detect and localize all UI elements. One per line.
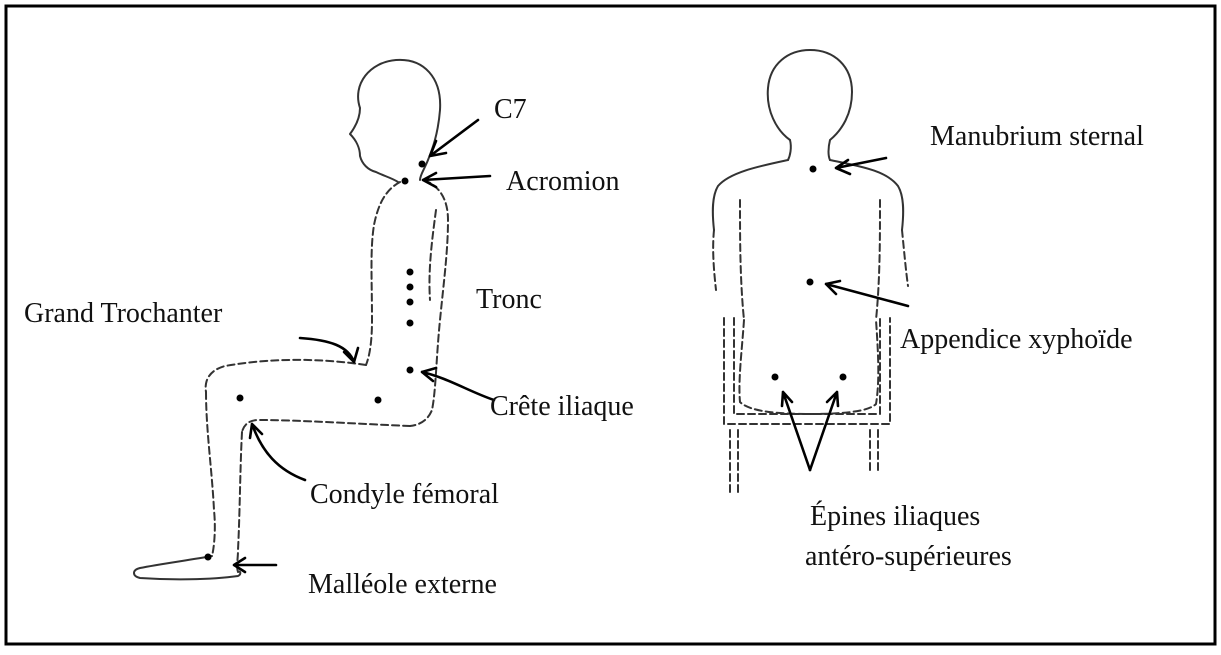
back-arm-right — [902, 230, 908, 286]
side-back-outline — [366, 182, 400, 365]
marker-manubrium-sternal — [810, 166, 817, 173]
back-view-markers — [772, 166, 847, 381]
side-head-outline — [350, 60, 440, 182]
marker-epine-iliaque-right — [840, 374, 847, 381]
arrow-epine-iliaque-left — [782, 392, 810, 470]
side-thigh-top — [206, 360, 366, 392]
back-head-outline — [768, 50, 852, 160]
marker-appendice-xyphoide — [807, 279, 814, 286]
label-epines-iliaques-line1: Épines iliaques — [810, 501, 980, 532]
side-foot-outline — [134, 556, 240, 579]
label-appendice-xyphoide: Appendice xyphoïde — [900, 324, 1133, 355]
marker-condyle-femoral — [237, 395, 244, 402]
label-grand-trochanter: Grand Trochanter — [24, 298, 223, 329]
chair-seat-inner — [734, 318, 880, 414]
marker-epine-iliaque-left — [772, 374, 779, 381]
side-arm-outline — [429, 210, 436, 300]
arrow-malleole-externe — [234, 558, 276, 572]
side-front-outline — [410, 180, 448, 426]
marker-tronc-4 — [407, 320, 414, 327]
label-crete-iliaque: Crête iliaque — [490, 391, 634, 422]
side-shin-back — [237, 432, 242, 572]
chair-leg-left — [730, 430, 738, 495]
marker-tronc-3 — [407, 299, 414, 306]
back-inner-left — [740, 200, 744, 320]
arrow-grand-trochanter — [300, 338, 358, 362]
back-hips — [739, 320, 878, 414]
back-shoulders — [713, 160, 903, 230]
back-view-figure — [713, 50, 908, 414]
side-thigh-bottom — [242, 420, 410, 432]
label-manubrium-sternal: Manubrium sternal — [930, 121, 1144, 152]
label-c7: C7 — [494, 94, 527, 125]
label-tronc: Tronc — [476, 284, 542, 315]
marker-c7 — [419, 161, 426, 168]
label-malleole-externe: Malléole externe — [308, 569, 497, 600]
marker-malleole-externe — [205, 554, 212, 561]
arrow-crete-iliaque — [422, 368, 494, 400]
label-epines-iliaques-line2: antéro-supérieures — [805, 541, 1012, 572]
marker-tronc-2 — [407, 284, 414, 291]
arrow-condyle-femoral — [250, 424, 305, 480]
label-condyle-femoral: Condyle fémoral — [310, 479, 499, 510]
marker-tronc-1 — [407, 269, 414, 276]
marker-grand-trochanter — [375, 397, 382, 404]
back-neck-left — [788, 140, 791, 160]
label-acromion: Acromion — [506, 166, 620, 197]
arrow-acromion — [423, 173, 490, 187]
back-arm-left — [713, 230, 716, 290]
back-inner-right — [876, 200, 880, 320]
marker-acromion — [402, 178, 409, 185]
arrow-epine-iliaque-right — [810, 392, 838, 470]
labels: C7 Acromion Tronc Grand Trochanter Crête… — [24, 94, 1144, 600]
arrow-appendice-xyphoide — [826, 281, 908, 306]
side-shin-front — [206, 392, 215, 556]
marker-crete-iliaque — [407, 367, 414, 374]
chair-leg-right — [870, 430, 878, 470]
